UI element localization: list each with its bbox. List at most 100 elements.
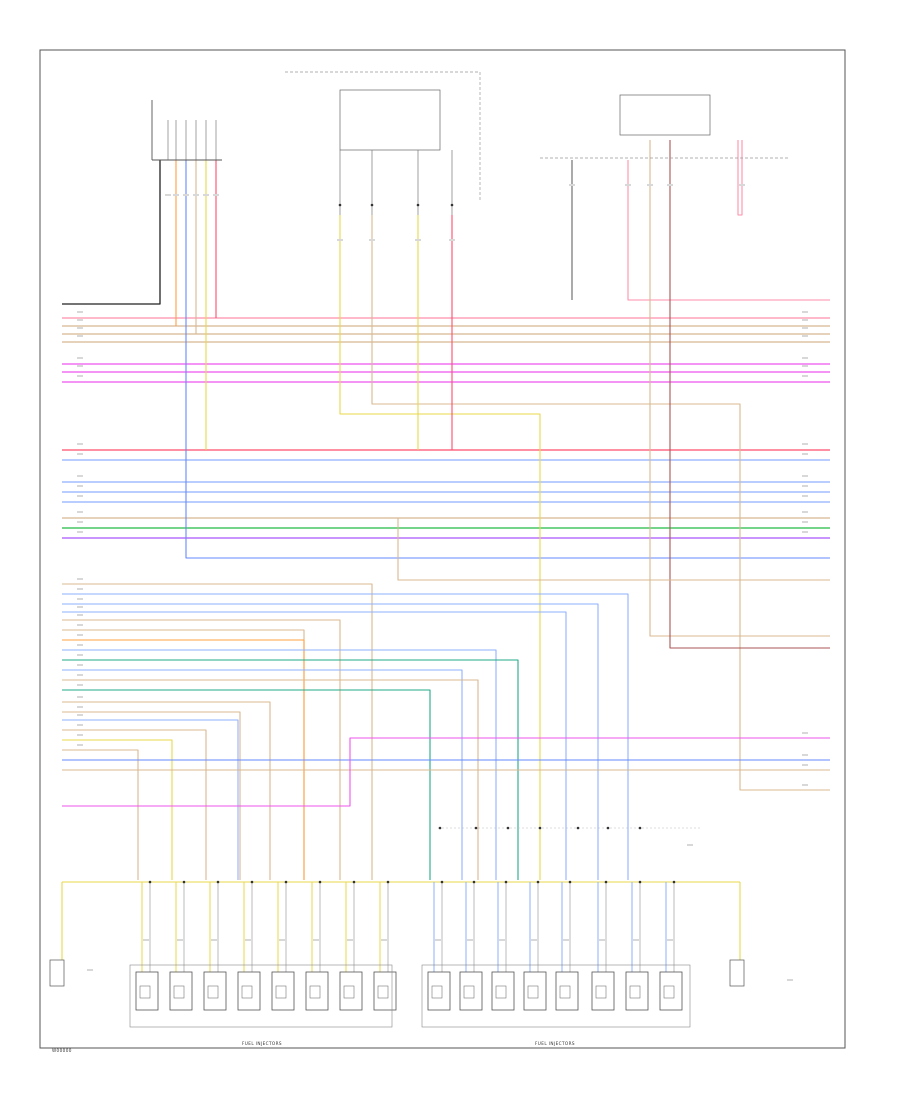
right-connector-tag-5 <box>563 939 569 941</box>
right-wire-label-11 <box>802 485 808 487</box>
wire-blue-green-drop <box>185 160 830 559</box>
right-injector-group-box <box>421 964 691 1028</box>
right-magenta-label <box>802 732 808 734</box>
left-injector-coil-5 <box>275 985 287 999</box>
right-bus-splice-3 <box>504 880 508 884</box>
left-wire-label-6 <box>77 365 83 367</box>
right-connector-tag-4 <box>531 939 537 941</box>
right-injector-4 <box>523 971 547 1011</box>
left-wire-label-1 <box>77 311 83 313</box>
injector-feed-8 <box>62 649 497 880</box>
left-connector-tag-6 <box>313 939 319 941</box>
left-wire-label-14 <box>77 521 83 523</box>
left-bus-splice-5 <box>284 880 288 884</box>
right-injector-8 <box>659 971 683 1011</box>
left-injector-coil-2 <box>173 985 185 999</box>
injector-feed-1 <box>62 583 373 880</box>
left-connector-tag-3 <box>211 939 217 941</box>
right-blue-label <box>802 754 808 756</box>
left-wire-label-7 <box>77 375 83 377</box>
injector-feed-18 <box>62 749 139 880</box>
injector-feed-5 <box>62 619 341 880</box>
relay-output-splice-1 <box>338 203 342 207</box>
right-connector-tag-8 <box>667 939 673 941</box>
right-ground-module-label <box>787 979 793 981</box>
injector-feed-14 <box>62 711 241 880</box>
left-injector-coil-3 <box>207 985 219 999</box>
right-injector-6 <box>591 971 615 1011</box>
lower-wire-label-4 <box>77 606 83 608</box>
left-bus-splice-6 <box>318 880 322 884</box>
right-tan-bottom-label <box>802 784 808 786</box>
left-injector-coil-1 <box>139 985 151 999</box>
right-wire-label-7 <box>802 375 808 377</box>
right-wire-label-12 <box>802 495 808 497</box>
lower-wire-label-6 <box>77 624 83 626</box>
left-injector-4 <box>237 971 261 1011</box>
right-injector-7 <box>625 971 649 1011</box>
wire-right-tan-feed <box>649 140 830 637</box>
left-injector-7 <box>339 971 363 1011</box>
lower-wire-label-5 <box>77 614 83 616</box>
figure-id: W00000 <box>52 1048 72 1053</box>
right-wire-label-9 <box>802 453 808 455</box>
injector-feed-11 <box>62 679 479 880</box>
lower-wire-label-7 <box>77 634 83 636</box>
left-connector-wire-tag-1 <box>165 194 171 196</box>
lower-wire-label-12 <box>77 684 83 686</box>
right-splice-3 <box>506 826 510 830</box>
right-splice-4 <box>538 826 542 830</box>
right-wire-label-5 <box>802 357 808 359</box>
left-injector-8 <box>373 971 397 1011</box>
right-connector-tag-6 <box>599 939 605 941</box>
right-bus-splice-4 <box>536 880 540 884</box>
left-connector-tag-8 <box>381 939 387 941</box>
right-feed-tag-5 <box>739 184 745 186</box>
left-bus-splice-1 <box>148 880 152 884</box>
right-splice-label <box>687 844 693 846</box>
right-injector-coil-3 <box>495 985 507 999</box>
right-connector-tag-3 <box>499 939 505 941</box>
left-injector-group-label: FUEL INJECTORS <box>242 1041 282 1046</box>
lower-wire-label-2 <box>77 588 83 590</box>
injector-feed-15 <box>62 719 239 880</box>
left-connector-wire-tag-2 <box>173 194 179 196</box>
diagram-frame <box>39 49 846 1049</box>
right-injector-coil-4 <box>527 985 539 999</box>
left-injector-5 <box>271 971 295 1011</box>
right-bus-splice-2 <box>472 880 476 884</box>
left-wire-label-13 <box>77 511 83 513</box>
right-feed-tag-1 <box>569 184 575 186</box>
component-layer <box>49 71 790 1028</box>
right-splice-5 <box>576 826 580 830</box>
left-wire-label-10 <box>77 475 83 477</box>
left-ground-module <box>49 959 65 987</box>
left-wire-label-11 <box>77 485 83 487</box>
right-bus-splice-5 <box>568 880 572 884</box>
relay-output-splice-3 <box>416 203 420 207</box>
left-connector-tag-4 <box>245 939 251 941</box>
right-injector-coil-5 <box>559 985 571 999</box>
left-connector-tag-1 <box>143 939 149 941</box>
left-injector-3 <box>203 971 227 1011</box>
wire-relay-tan-1 <box>371 215 830 791</box>
left-injector-2 <box>169 971 193 1011</box>
relay-wire-tag-1 <box>337 239 343 241</box>
injector-feed-10 <box>62 669 463 880</box>
wire-relay-yellow-1 <box>339 215 541 880</box>
label-layer <box>77 184 808 981</box>
left-connector-wire-tag-4 <box>193 194 199 196</box>
lower-wire-label-11 <box>77 674 83 676</box>
right-feed-tag-3 <box>647 184 653 186</box>
relay-output-splice-4 <box>450 203 454 207</box>
left-connector-tag-5 <box>279 939 285 941</box>
left-wire-label-4 <box>77 335 83 337</box>
left-injector-coil-8 <box>377 985 389 999</box>
injector-feed-16 <box>62 729 207 880</box>
right-splice-6 <box>606 826 610 830</box>
right-injector-coil-8 <box>663 985 675 999</box>
relay-box-right <box>619 94 711 136</box>
right-connector-tag-1 <box>435 939 441 941</box>
left-wire-label-15 <box>77 531 83 533</box>
left-ground-module-label <box>87 969 93 971</box>
